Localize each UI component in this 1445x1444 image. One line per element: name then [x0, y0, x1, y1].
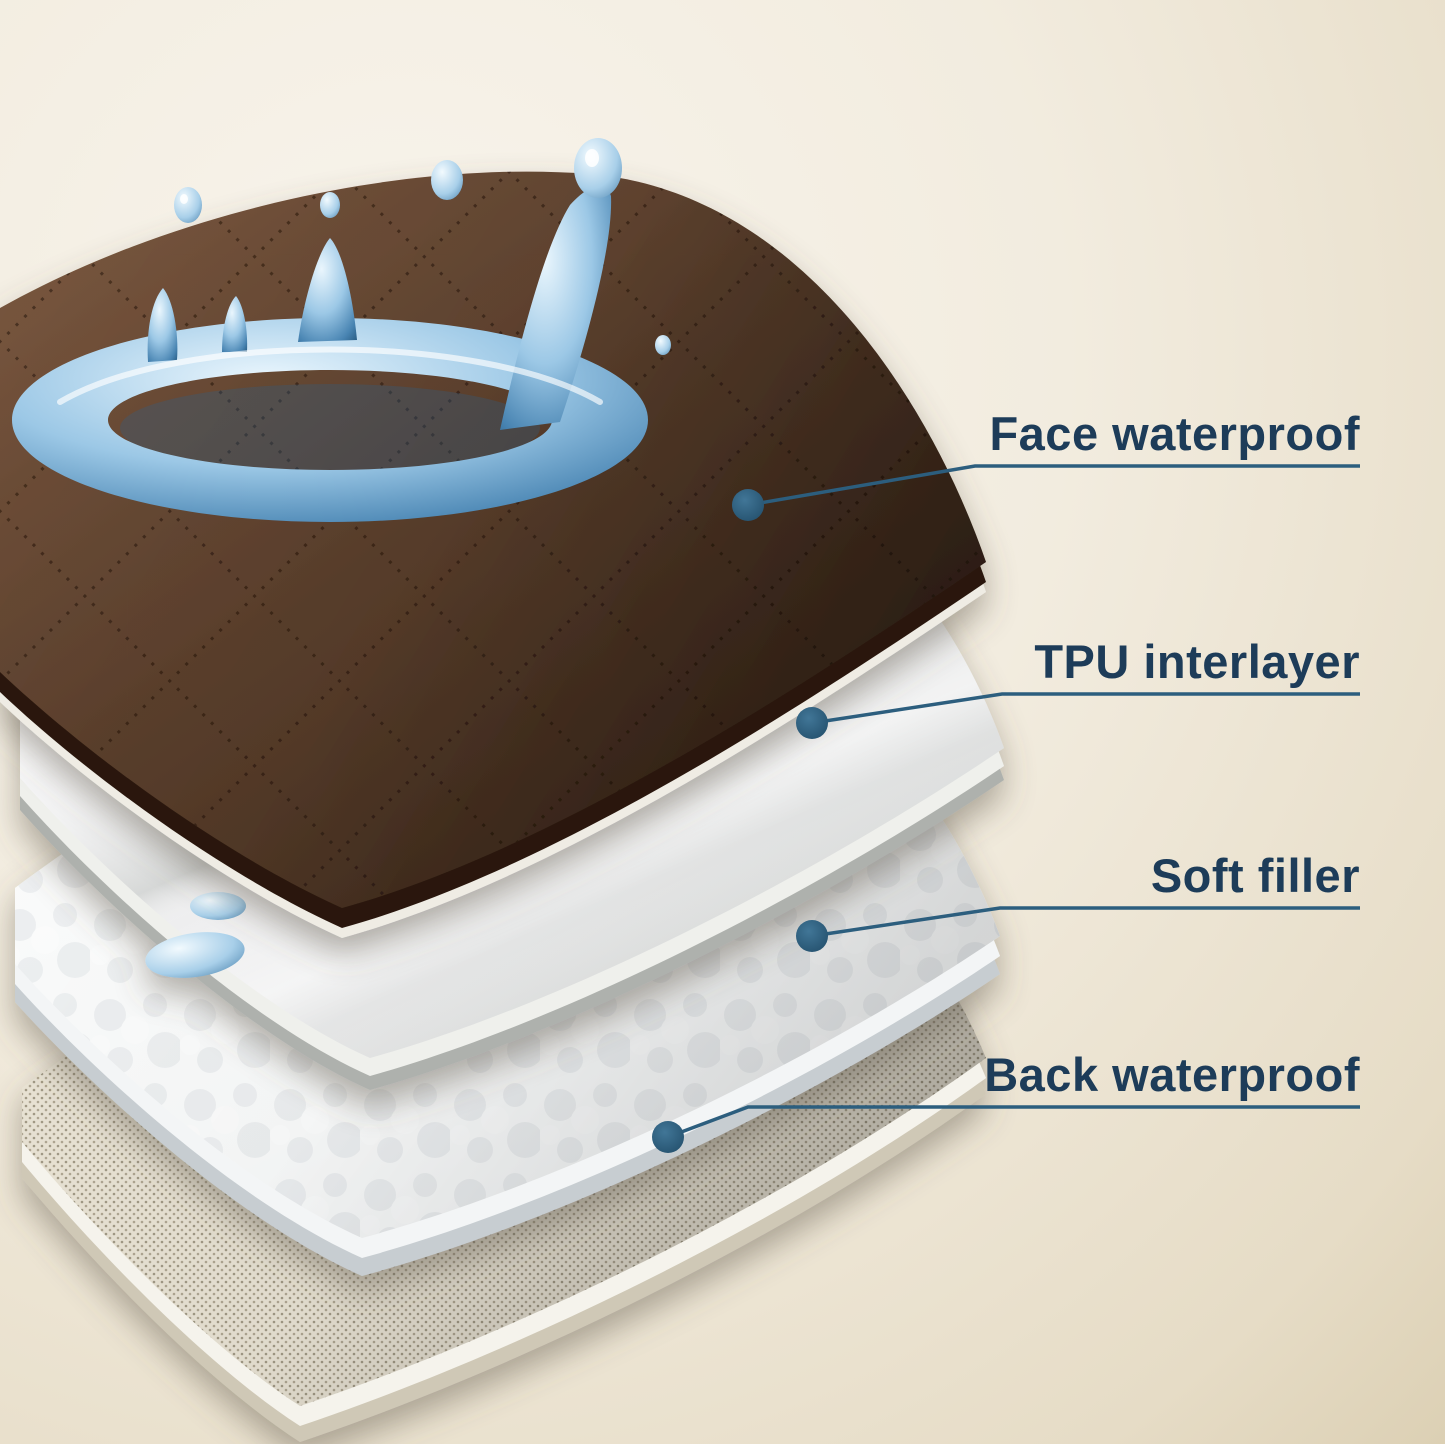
water-splash	[12, 138, 671, 522]
callout-soft-filler	[796, 906, 1360, 952]
label-back-waterproof: Back waterproof	[984, 1048, 1360, 1101]
callout-tpu-interlayer	[796, 692, 1360, 739]
label-face-waterproof: Face waterproof	[989, 407, 1360, 460]
label-tpu-interlayer: TPU interlayer	[1034, 635, 1360, 688]
label-soft-filler: Soft filler	[1150, 849, 1360, 902]
callout-dot-tpu-interlayer	[796, 707, 828, 739]
callout-line-tpu-interlayer	[811, 692, 1360, 725]
callout-dot-face-waterproof	[732, 489, 764, 521]
callout-face-waterproof	[732, 464, 1360, 521]
callout-line-back-waterproof	[667, 1105, 1360, 1139]
callout-dot-soft-filler	[796, 920, 828, 952]
splash-droplets	[174, 138, 671, 355]
callout-back-waterproof	[652, 1105, 1360, 1153]
callout-line-soft-filler	[811, 906, 1360, 938]
callout-dot-back-waterproof	[652, 1121, 684, 1153]
callout-line-face-waterproof	[747, 464, 1360, 507]
